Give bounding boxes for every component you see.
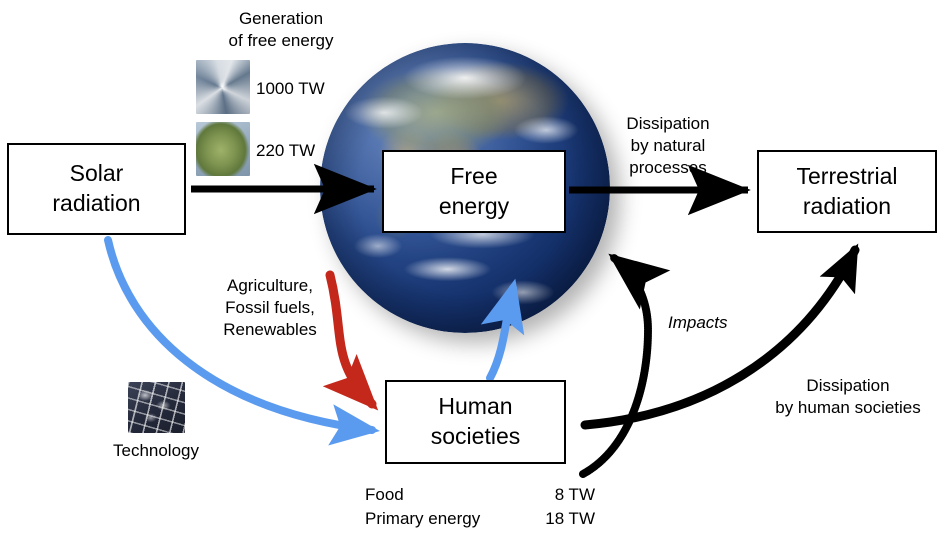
label-dissipation-by-human-societies: Dissipation by human societies: [775, 376, 921, 418]
label-photosynthesis-value: 220 TW: [256, 141, 316, 160]
label-dissipation-by-natural-processes: Dissipation by natural processes: [626, 114, 710, 178]
table-row: Primary energy 18 TW: [365, 507, 595, 531]
row-value-primary-energy: 18 TW: [545, 508, 595, 528]
node-terrestrial-radiation[interactable]: Terrestrial radiation: [757, 150, 937, 233]
arrow-impacts-dotted: [579, 253, 671, 478]
node-human-societies-label: Human societies: [430, 393, 521, 449]
leaf-icon: [196, 122, 250, 176]
label-generation-of-free-energy: Generation of free energy: [228, 9, 334, 51]
hurricane-icon: [196, 60, 250, 114]
node-free-energy-label: Free energy: [438, 162, 510, 219]
node-solar-radiation-label: Solar radiation: [52, 160, 141, 216]
label-impacts: Impacts: [668, 313, 728, 332]
human-societies-energy-table: Food 8 TW Primary energy 18 TW: [365, 483, 595, 531]
node-solar-radiation[interactable]: Solar radiation: [7, 143, 186, 235]
node-terrestrial-radiation-label: Terrestrial radiation: [796, 162, 898, 219]
row-value-food: 8 TW: [554, 485, 595, 504]
row-label-food: Food: [365, 485, 404, 504]
node-free-energy[interactable]: Free energy: [382, 150, 566, 233]
solar-panel-icon: [128, 382, 185, 433]
row-label-primary-energy: Primary energy: [365, 508, 481, 528]
label-technology: Technology: [112, 441, 199, 460]
label-wind-value: 1000 TW: [256, 79, 325, 98]
label-agriculture-fossil-renewables: Agriculture, Fossil fuels, Renewables: [223, 276, 317, 340]
table-row: Food 8 TW: [365, 483, 595, 507]
node-human-societies[interactable]: Human societies: [385, 380, 566, 464]
